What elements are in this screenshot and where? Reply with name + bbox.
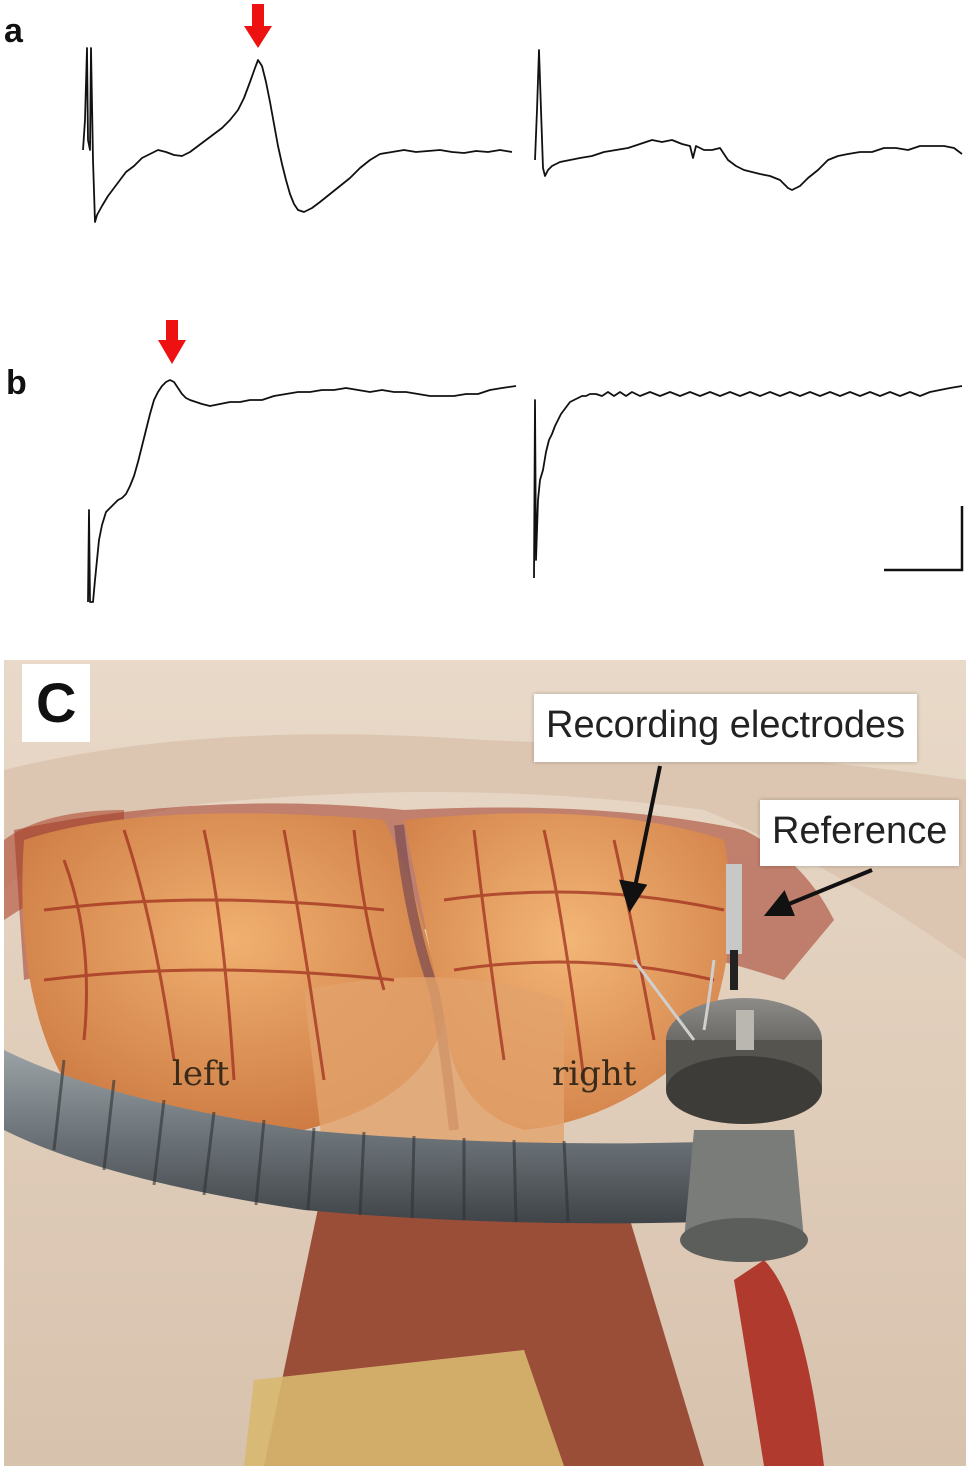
marker-arrow-b <box>158 320 186 364</box>
trace-b-right <box>533 385 963 579</box>
right-hemisphere-label: right <box>552 1054 637 1094</box>
trace-panels <box>82 4 964 603</box>
trace-a-right <box>534 49 963 191</box>
trace-b-left <box>87 379 517 603</box>
panel-a-label: a <box>4 12 23 50</box>
left-hemisphere-label: left <box>172 1054 230 1094</box>
panel-b-label: b <box>6 364 27 402</box>
surgical-photo <box>4 660 966 1466</box>
scale-bar <box>884 506 964 572</box>
marker-arrow-a <box>244 4 272 48</box>
recording-electrodes-callout: Recording electrodes <box>534 694 918 762</box>
panel-c-label-box <box>22 664 90 742</box>
panel-c-label: C <box>36 671 77 734</box>
trace-a-left <box>82 47 513 223</box>
reference-callout: Reference <box>760 800 960 866</box>
